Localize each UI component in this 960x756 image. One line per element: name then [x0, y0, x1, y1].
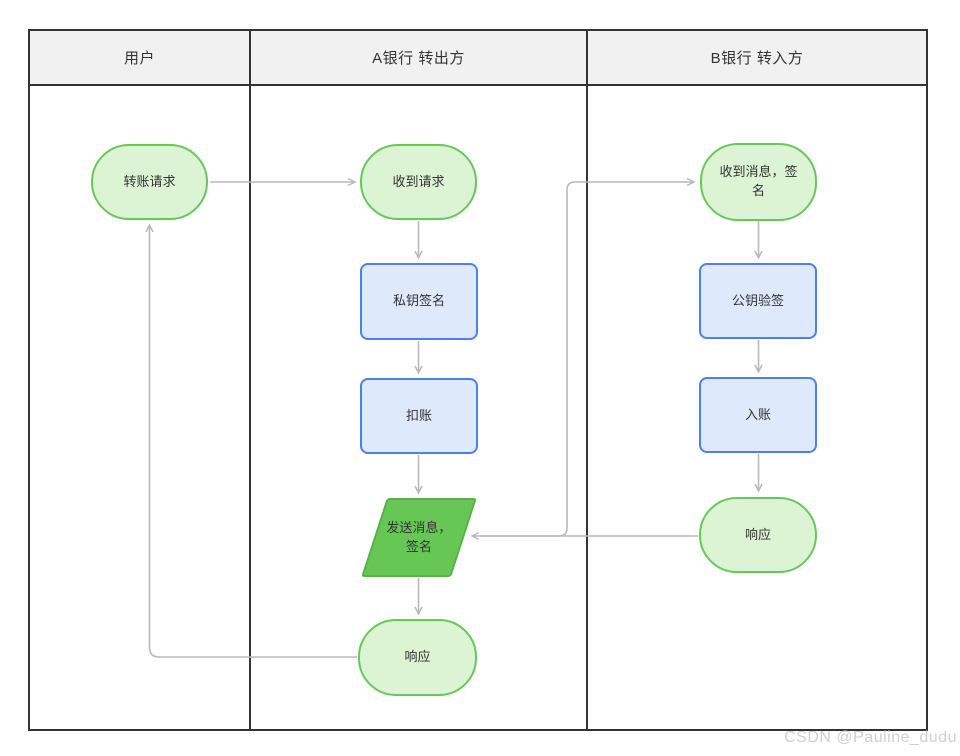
csdn-watermark: CSDN @Pauline_dudu [784, 729, 957, 746]
node-label: 入账 [744, 406, 771, 422]
lane-user: 用户 [30, 31, 249, 729]
node-label: 转账请求 [123, 173, 176, 189]
node-credit: 入账 [699, 377, 817, 453]
node-public-key-verify: 公钥验签 [699, 263, 817, 339]
node-label: 响应 [404, 649, 431, 665]
lane-header-user: 用户 [30, 31, 249, 86]
lane-header-bank-a: A银行 转出方 [251, 31, 586, 86]
node-response-bank-b: 响应 [699, 497, 817, 573]
node-transfer-request: 转账请求 [91, 144, 208, 220]
node-debit: 扣账 [360, 378, 478, 454]
lane-header-label: 用户 [123, 50, 155, 67]
node-label: 私钥签名 [392, 293, 445, 309]
node-label: 收到消息，签名 [719, 164, 798, 198]
node-receive-message-sign: 收到消息，签名 [700, 143, 817, 221]
node-private-key-sign: 私钥签名 [360, 263, 478, 340]
lane-header-label: B银行 转入方 [710, 50, 804, 67]
node-label: 公钥验签 [731, 292, 784, 308]
lane-header-bank-b: B银行 转入方 [588, 31, 926, 86]
node-label: 收到请求 [392, 173, 445, 189]
node-label: 发送消息，签名 [386, 519, 452, 554]
node-response-bank-a: 响应 [358, 619, 477, 696]
node-receive-request: 收到请求 [360, 144, 477, 220]
node-label: 扣账 [405, 407, 432, 423]
lane-header-label: A银行 转出方 [372, 50, 465, 67]
node-label: 响应 [744, 526, 771, 542]
swimlane-table: 用户 A银行 转出方 B银行 转入方 [28, 29, 928, 731]
